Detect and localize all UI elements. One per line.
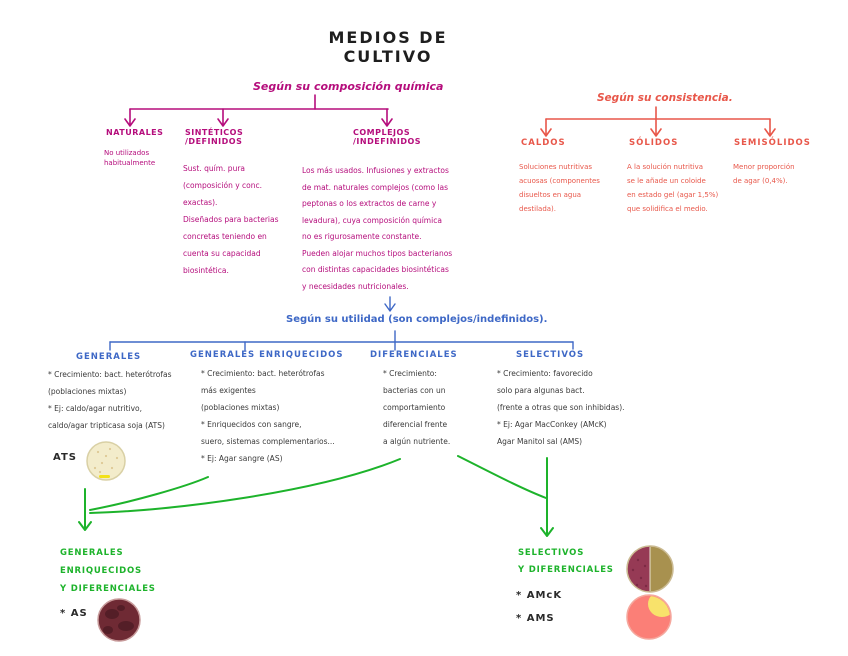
page-title: MEDIOS DE CULTIVO [328,28,448,66]
petri-dish-as [97,598,141,642]
utility-tree-arrows [109,296,574,351]
branch-sinteticos-body: Sust. quím. pura (composición y conc. ex… [183,164,279,275]
branch-generales-title: GENERALES [76,352,142,362]
branch-naturales-title: NATURALES [106,128,164,137]
petri-dish-amck [626,545,674,593]
branch-selectivos-title: SELECTIVOS [516,350,585,360]
ats-label: ATS [53,452,77,463]
chemical-section-label: Según su composición química [253,80,444,93]
branch-generales-enriquecidos-body: * Crecimiento: bact. heterótrofas más ex… [201,369,335,463]
amck-label: * AMcK [516,590,563,601]
petri-dish-ats [86,441,126,481]
branch-generales-body: * Crecimiento: bact. heterótrofas (pobla… [48,370,172,430]
branch-naturales-body: No utilizados habitualmente [104,149,156,167]
branch-complejos-title: COMPLEJOS /INDEFINIDOS [353,128,422,146]
petri-dish-ams [626,594,672,640]
utility-section-label: Según su utilidad (son complejos/indefin… [286,314,548,325]
branch-complejos-body: Los más usados. Infusiones y extractos d… [302,166,453,291]
branch-diferenciales-body: * Crecimiento: bacterias con un comporta… [383,369,451,446]
branch-caldos-title: CALDOS [521,138,566,148]
branch-solidos-body: A la solución nutritiva se le añade un c… [627,163,719,213]
branch-solidos-title: SÓLIDOS [629,138,679,148]
as-label: * AS [60,608,88,619]
branch-generales-enriquecidos-title: GENERALES ENRIQUECIDOS [190,350,344,360]
branch-caldos-body: Soluciones nutritivas acuosas (component… [519,163,600,213]
branch-semisolidos-title: SEMISÓLIDOS [734,138,811,148]
ams-label: * AMS [516,613,555,624]
consistency-tree-arrows [540,106,776,137]
right-group-label: SELECTIVOS Y DIFERENCIALES [518,548,614,575]
branch-semisolidos-body: Menor proporción de agar (0,4%). [733,163,795,185]
chemical-tree-arrows [124,94,393,127]
branch-sinteticos-title: SINTÉTICOS /DEFINIDOS [185,128,244,146]
branch-diferenciales-title: DIFERENCIALES [370,350,458,360]
left-group-label: GENERALES ENRIQUECIDOS Y DIFERENCIALES [60,548,156,594]
branch-selectivos-body: * Crecimiento: favorecido solo para algu… [497,369,625,446]
consistency-section-label: Según su consistencia. [597,92,733,104]
grouping-arrows [78,455,554,537]
